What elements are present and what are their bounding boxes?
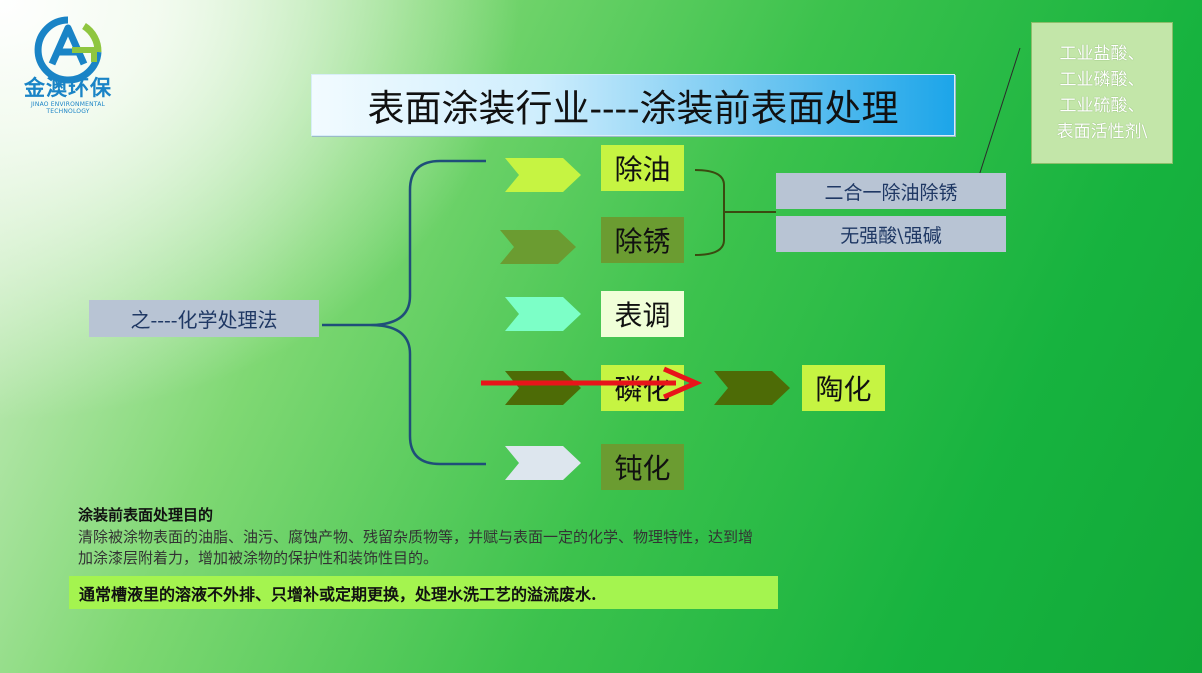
chemical-method-label: 之----化学处理法 <box>89 300 319 337</box>
slide-title: 表面涂装行业----涂装前表面处理 <box>311 74 955 136</box>
wastewater-note: 通常槽液里的溶液不外排、只增补或定期更换，处理水洗工艺的溢流废水. <box>69 576 778 609</box>
no-strong-acid-alkali-label: 无强酸\强碱 <box>776 216 1006 252</box>
acid-item: 工业磷酸、 <box>1059 70 1145 90</box>
step-arrow-conditioning <box>505 297 581 331</box>
acid-item: 工业盐酸、 <box>1059 44 1145 64</box>
step-arrow-derust <box>500 230 576 264</box>
logo-letter-g <box>72 47 97 62</box>
logo-name: 金澳环保 <box>24 76 112 100</box>
oil-rust-bracket <box>694 169 776 256</box>
step-derust: 除锈 <box>601 217 684 263</box>
step-arrow-ceramization <box>714 371 790 405</box>
acid-item: 表面活性剂\ <box>1056 122 1148 142</box>
step-conditioning: 表调 <box>601 291 684 337</box>
logo-subtitle: JINAO ENVIRONMENTAL TECHNOLOGY <box>30 101 106 115</box>
step-arrow-passivation <box>505 446 581 480</box>
combined-degrease-derust-label: 二合一除油除锈 <box>776 173 1006 209</box>
step-passivation: 钝化 <box>601 444 684 490</box>
purpose-text: 清除被涂物表面的油脂、油污、腐蚀产物、残留杂质物等，并赋与表面一定的化学、物理特… <box>78 528 754 567</box>
step-phosphating: 磷化 <box>601 365 684 411</box>
step-arrow-degrease <box>505 158 581 192</box>
purpose-title: 涂装前表面处理目的 <box>78 506 214 524</box>
step-arrow-phosphating <box>505 371 581 405</box>
acid-list-box: 工业盐酸、 工业磷酸、 工业硫酸、 表面活性剂\ <box>1031 22 1173 164</box>
logo-ring-green <box>81 23 102 53</box>
step-ceramization: 陶化 <box>802 365 885 411</box>
main-bracket <box>322 159 486 466</box>
logo-ring-blue <box>34 16 102 84</box>
acid-item: 工业硫酸、 <box>1059 96 1145 116</box>
acid-pointer-line <box>976 47 1021 183</box>
step-degrease: 除油 <box>601 145 684 191</box>
company-logo <box>34 16 102 84</box>
